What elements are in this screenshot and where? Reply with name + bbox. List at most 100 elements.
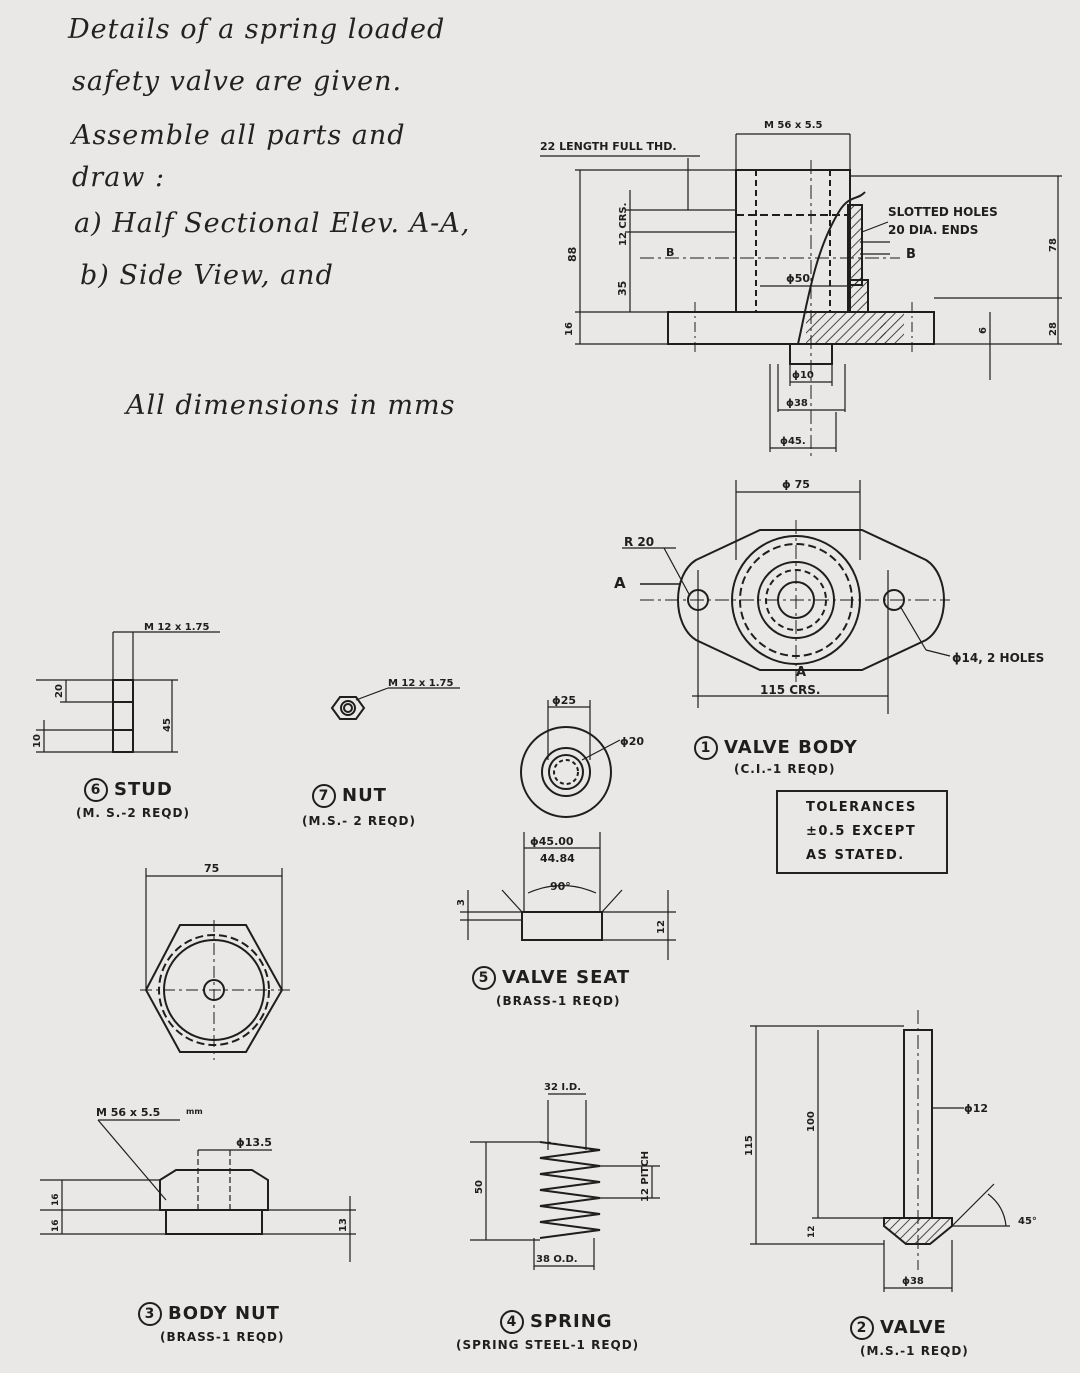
dim-bodynut-h16b: 16 — [51, 1219, 61, 1232]
dim-h35: 35 — [616, 281, 629, 296]
valve-seat-name: VALVE SEAT — [502, 967, 631, 988]
instructions-line4: draw : — [72, 162, 166, 193]
spring-material: (SPRING STEEL-1 REQD) — [456, 1338, 640, 1352]
tolerances-box: TOLERANCES ±0.5 EXCEPT AS STATED. — [776, 790, 948, 874]
valve-body-plan — [622, 480, 951, 714]
valve-label: 2 VALVE — [850, 1316, 947, 1340]
spring-number: 4 — [500, 1310, 524, 1334]
dim-spring-od: 38 O.D. — [536, 1254, 578, 1265]
valve-drawing — [750, 1010, 1010, 1292]
dim-thread-top: M 56 x 5.5 — [764, 120, 823, 131]
dim-spring-id: 32 I.D. — [544, 1082, 581, 1093]
dim-sec-a2: A — [796, 665, 806, 680]
dim-thread-length: 22 LENGTH FULL THD. — [540, 140, 677, 153]
dim-seat-d25: ϕ25 — [552, 694, 576, 707]
dim-seat-h3: 3 — [456, 899, 467, 906]
dim-seat-d45a: ϕ45.00 — [530, 835, 574, 848]
valve-number: 2 — [850, 1316, 874, 1340]
body-nut-name: BODY NUT — [168, 1303, 280, 1324]
dim-h88: 88 — [566, 247, 579, 262]
tolerances-line2: ±0.5 EXCEPT — [806, 824, 917, 839]
stud-number: 6 — [84, 778, 108, 802]
dim-seat-angle: 90° — [550, 880, 571, 893]
instructions-line3: Assemble all parts and — [72, 120, 406, 151]
dim-stud-l10: 10 — [32, 734, 43, 748]
dim-crs115: 115 CRS. — [760, 683, 820, 697]
instructions-item-b: b) Side View, and — [80, 260, 334, 291]
nut-material: (M.S.- 2 REQD) — [302, 814, 416, 828]
dim-bodynut-d13: ϕ13.5 — [236, 1136, 272, 1149]
dim-valve-d12: ϕ12 — [964, 1102, 988, 1115]
dim-valve-h115: 115 — [744, 1135, 755, 1156]
body-nut-drawing — [40, 868, 356, 1262]
dim-sec-a: A — [614, 574, 626, 592]
valve-body-name: VALVE BODY — [724, 737, 858, 758]
body-nut-number: 3 — [138, 1302, 162, 1326]
dim-d38: ϕ38 — [786, 398, 808, 409]
valve-seat-drawing — [460, 700, 676, 960]
dim-h16: 16 — [564, 322, 575, 336]
spring-label: 4 SPRING — [500, 1310, 613, 1334]
dim-nut-thread: M 12 x 1.75 — [388, 678, 453, 689]
valve-seat-number: 5 — [472, 966, 496, 990]
spring-name: SPRING — [530, 1311, 613, 1332]
dim-section-b: B — [906, 247, 916, 262]
valve-body-material: (C.I.-1 REQD) — [734, 762, 836, 776]
dim-stud-thread: M 12 x 1.75 — [144, 622, 209, 633]
dim-d10: ϕ10 — [792, 370, 814, 381]
stud-material: (M. S.-2 REQD) — [76, 806, 190, 820]
instructions-item-a: a) Half Sectional Elev. A-A, — [74, 208, 471, 239]
dim-seat-h12: 12 — [656, 920, 667, 934]
dim-h78: 78 — [1048, 238, 1059, 252]
dim-crs12: 12 CRS. — [618, 203, 629, 246]
dim-seat-d45b: 44.84 — [540, 852, 575, 865]
nut-label: 7 NUT — [312, 784, 387, 808]
spring-drawing — [470, 1093, 660, 1270]
nut-number: 7 — [312, 784, 336, 808]
tolerances-line1: TOLERANCES — [806, 800, 917, 815]
instructions-line1: Details of a spring loaded — [68, 14, 446, 45]
dim-valve-d38: ϕ38 — [902, 1276, 924, 1287]
dim-bodynut-mm: mm — [186, 1107, 203, 1116]
units-note: All dimensions in mms — [126, 390, 456, 421]
valve-body-label: 1 VALVE BODY — [694, 736, 858, 760]
dim-stud-l20: 20 — [54, 684, 65, 698]
stud-name: STUD — [114, 779, 173, 800]
dim-section-b-left: B — [666, 246, 674, 259]
dim-stud-l45: 45 — [162, 718, 173, 732]
body-nut-material: (BRASS-1 REQD) — [160, 1330, 285, 1344]
dim-d45: ϕ45. — [780, 436, 806, 447]
dim-valve-h12: 12 — [807, 1225, 817, 1238]
dim-spring-h50: 50 — [474, 1180, 485, 1194]
stud-drawing — [36, 631, 220, 753]
valve-name: VALVE — [880, 1317, 947, 1338]
dim-bodynut-h16a: 16 — [51, 1193, 61, 1206]
valve-seat-label: 5 VALVE SEAT — [472, 966, 630, 990]
valve-seat-material: (BRASS-1 REQD) — [496, 994, 621, 1008]
dim-holes: ϕ14, 2 HOLES — [952, 651, 1044, 665]
instructions-line2: safety valve are given. — [72, 66, 403, 97]
valve-body-number: 1 — [694, 736, 718, 760]
dim-seat-d20: ϕ20 — [620, 735, 644, 748]
dim-d50: ϕ50 — [786, 272, 810, 285]
dim-valve-h100: 100 — [806, 1111, 817, 1132]
dim-valve-angle: 45° — [1018, 1216, 1037, 1227]
valve-material: (M.S.-1 REQD) — [860, 1344, 969, 1358]
tolerances-line3: AS STATED. — [806, 848, 905, 863]
valve-body-elevation — [540, 133, 1062, 460]
dim-bodynut-h13: 13 — [338, 1218, 349, 1232]
dim-bodynut-thread: M 56 x 5.5 — [96, 1106, 160, 1119]
dim-r20: R 20 — [624, 535, 654, 549]
nut-name: NUT — [342, 785, 387, 806]
dim-slotted: SLOTTED HOLES — [888, 205, 998, 219]
dim-h6: 6 — [978, 327, 989, 334]
dim-slotted2: 20 DIA. ENDS — [888, 223, 978, 237]
nut-drawing — [330, 687, 460, 720]
stud-label: 6 STUD — [84, 778, 173, 802]
body-nut-label: 3 BODY NUT — [138, 1302, 280, 1326]
dim-spring-pitch: 12 PITCH — [640, 1151, 651, 1202]
dim-bodynut-w75: 75 — [204, 862, 219, 875]
dim-h28: 28 — [1048, 322, 1059, 336]
dim-d75: ϕ 75 — [782, 478, 810, 491]
